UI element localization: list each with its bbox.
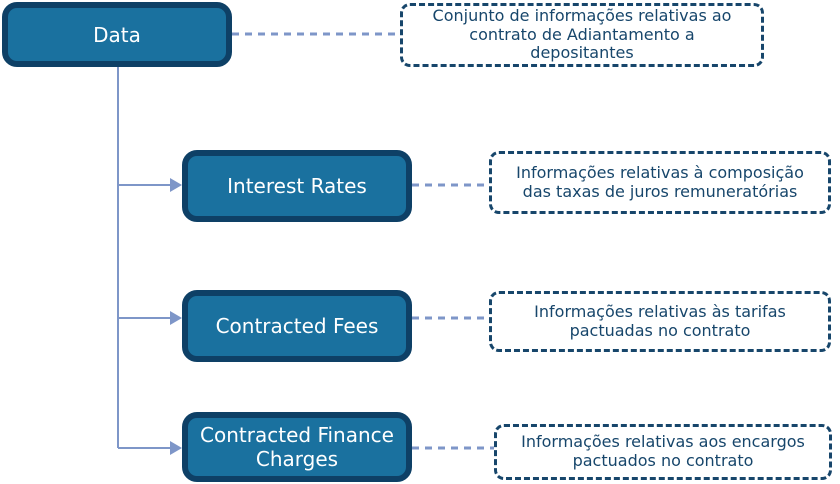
note-line: Conjunto de informações relativas ao — [432, 5, 732, 25]
node-data: Data — [2, 2, 232, 67]
note-line: Informações relativas aos encargos — [521, 432, 805, 452]
note-interest-rates: Informações relativas à composição das t… — [489, 151, 831, 214]
note-line: pactuados no contrato — [572, 451, 754, 470]
node-contracted-finance-charges: Contracted Finance Charges — [182, 412, 412, 482]
node-interest-rates-label: Interest Rates — [227, 174, 367, 198]
node-contracted-fees-label: Contracted Fees — [215, 314, 379, 338]
node-contracted-fees: Contracted Fees — [182, 290, 412, 362]
note-contracted-finance-charges: Informações relativas aos encargos pactu… — [494, 424, 832, 480]
arrowhead-icon — [170, 311, 182, 325]
node-contracted-finance-charges-label: Contracted Finance Charges — [200, 423, 394, 471]
note-line: Informações relativas às tarifas — [534, 301, 786, 321]
note-data: Conjunto de informações relativas ao con… — [400, 3, 764, 67]
node-data-label: Data — [93, 22, 141, 47]
node-interest-rates: Interest Rates — [182, 150, 412, 222]
arrowhead-icon — [170, 178, 182, 192]
note-line: Informações relativas à composição — [516, 162, 804, 182]
note-line: pactuadas no contrato — [569, 320, 751, 340]
note-line: depositantes — [530, 43, 634, 63]
note-line: das taxas de juros remuneratórias — [522, 181, 798, 201]
note-contracted-fees: Informações relativas às tarifas pactuad… — [489, 291, 831, 352]
arrowhead-icon — [170, 441, 182, 455]
note-line: contrato de Adiantamento a — [469, 24, 695, 44]
